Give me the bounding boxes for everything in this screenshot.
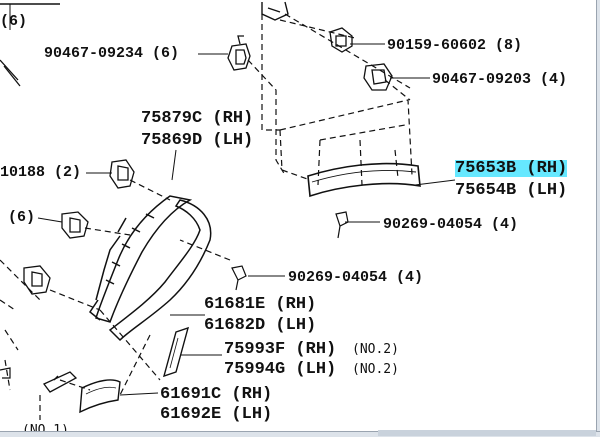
label-75653B-highlighted: 75653B (RH) (455, 159, 568, 178)
label-90269-04054-b: 90269-04054 (4) (288, 269, 424, 286)
label-61681E: 61681E (RH) (204, 295, 317, 314)
label-75654B: 75654B (LH) (455, 181, 568, 200)
label-75879C: 75879C (RH) (141, 109, 254, 128)
note-no2-a: (NO.2) (352, 342, 399, 357)
note-no2-b: (NO.2) (352, 362, 399, 377)
clip-left-6 (61, 211, 89, 239)
clip-90159-60602 (329, 27, 353, 53)
screw-90269-a (335, 211, 349, 239)
label-90269-04054-a: 90269-04054 (4) (383, 216, 519, 233)
label-top-left-partial: (6) (0, 13, 28, 30)
mud-guard (79, 379, 121, 414)
top-bracket-part (261, 1, 289, 21)
label-left-6: (6) (8, 209, 36, 226)
wheel-arch-molding (307, 162, 421, 198)
bracket-left (42, 371, 78, 393)
label-90159-60602: 90159-60602 (8) (387, 37, 523, 54)
label-61691C: 61691C (RH) (160, 385, 273, 404)
label-61682D: 61682D (LH) (204, 316, 317, 335)
small-strip (162, 326, 190, 378)
label-90467-09203: 90467-09203 (4) (432, 71, 568, 88)
clip-10188 (109, 159, 135, 189)
label-75994G: 75994G (LH) (224, 360, 337, 379)
window-scrollbar-strip[interactable] (378, 430, 596, 436)
window-bottom-edge (0, 431, 600, 437)
label-90467-09234: 90467-09234 (6) (44, 45, 180, 62)
fender-liner (88, 195, 212, 342)
label-75869D: 75869D (LH) (141, 131, 254, 150)
clip-90467-09234 (227, 35, 251, 71)
label-61692E: 61692E (LH) (160, 405, 273, 424)
clip-left-lower (23, 265, 51, 295)
label-10188: 10188 (2) (0, 164, 82, 181)
clip-90467-09203 (363, 63, 393, 91)
screw-90269-b (231, 265, 247, 291)
label-75993F: 75993F (RH) (224, 340, 337, 359)
window-right-edge (596, 0, 600, 436)
